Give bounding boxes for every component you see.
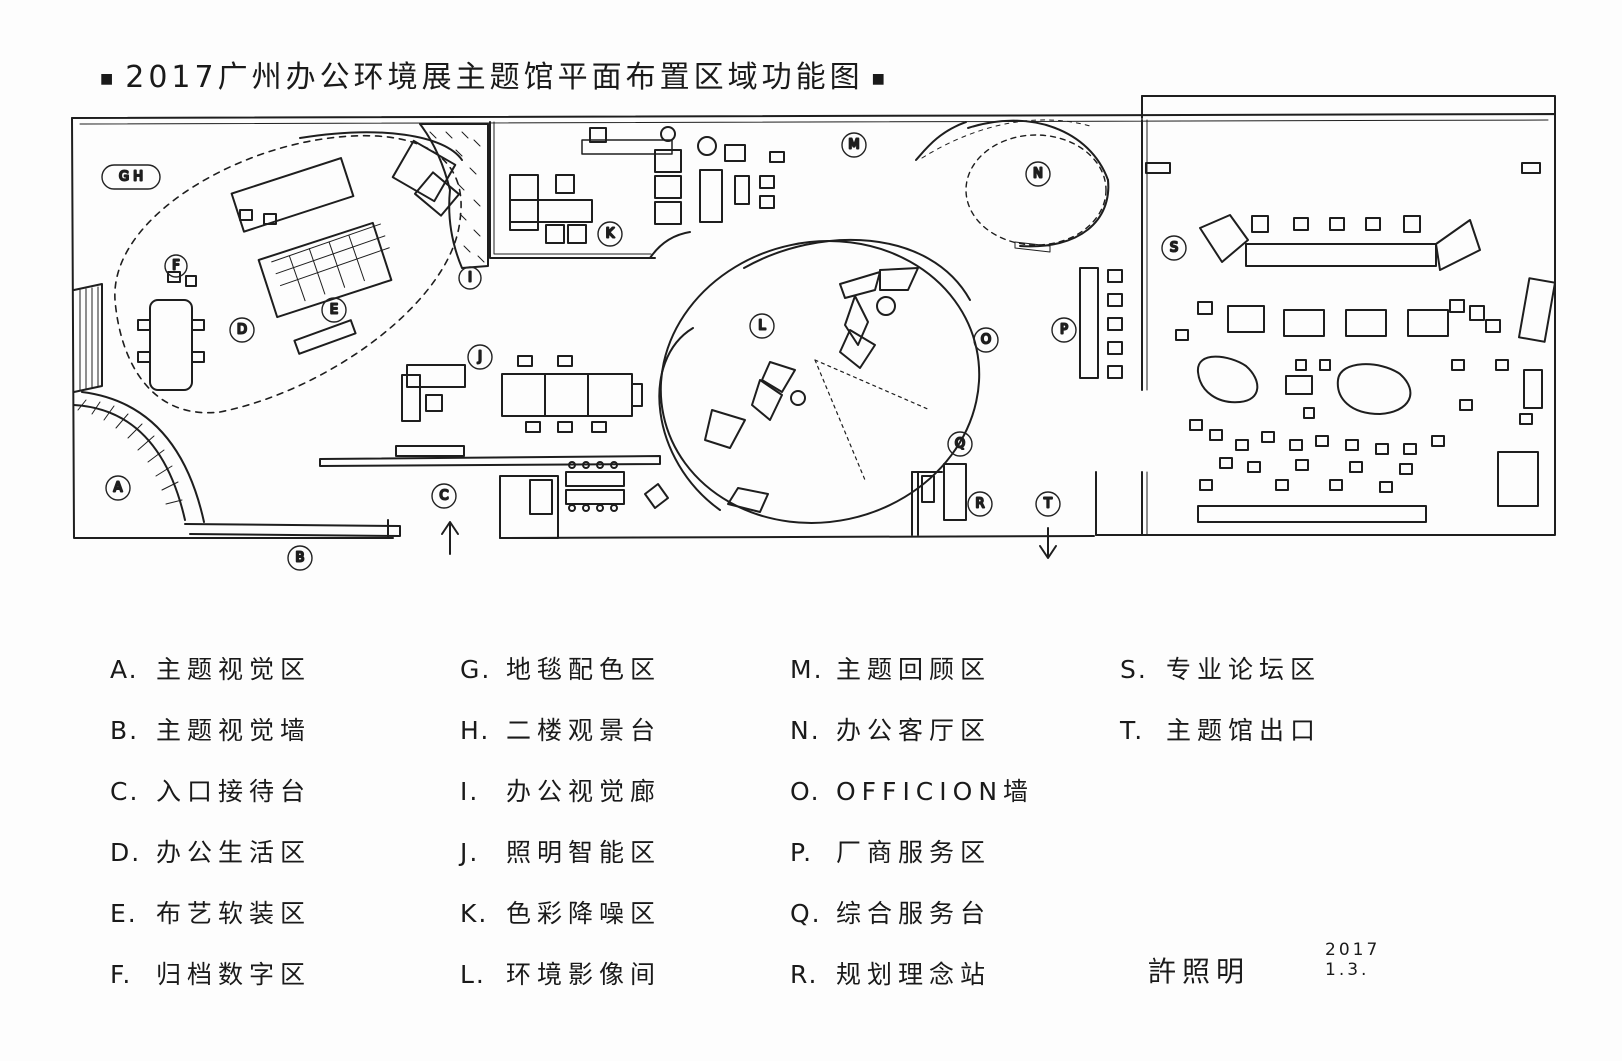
legend-item-S: S.专业论坛区 bbox=[1120, 655, 1322, 684]
legend-item-G: G.地毯配色区 bbox=[460, 655, 662, 684]
svg-text:K: K bbox=[606, 227, 615, 242]
zone-label-N: N bbox=[1025, 161, 1051, 187]
zone-label-I: I bbox=[458, 266, 482, 290]
color-noise-reduction-zone-K bbox=[509, 126, 785, 244]
svg-text:N: N bbox=[1033, 167, 1043, 182]
diagram-title: ■ 2017广州办公环境展主题馆平面布置区域功能图 ■ bbox=[92, 52, 897, 96]
legend-item-A: A.主题视觉区 bbox=[110, 655, 312, 684]
legend-item-C: C.入口接待台 bbox=[110, 777, 312, 806]
legend-empty-cell bbox=[1120, 772, 1420, 833]
svg-text:C: C bbox=[439, 489, 448, 504]
signature-day: 1.3. bbox=[1325, 960, 1370, 980]
legend-item-N: N.办公客厅区 bbox=[790, 716, 992, 745]
svg-text:G H: G H bbox=[119, 170, 143, 185]
zone-label-T: T bbox=[1035, 491, 1061, 517]
service-desk-Q-R bbox=[911, 463, 1057, 559]
svg-text:D: D bbox=[237, 323, 247, 338]
svg-text:M: M bbox=[848, 138, 859, 153]
title-bullet-icon: ■ bbox=[871, 70, 889, 87]
zone-label-J: J bbox=[467, 344, 493, 370]
entrance-reception-C bbox=[441, 461, 669, 555]
signature-year: 2017 bbox=[1325, 940, 1381, 960]
zone-label-Q: Q bbox=[947, 431, 973, 457]
office-visual-corridor-I bbox=[419, 123, 489, 269]
zone-label-M: M bbox=[841, 132, 867, 158]
zone-label-O: O bbox=[973, 327, 999, 353]
zone-label-GH: G H bbox=[101, 164, 161, 190]
svg-text:F: F bbox=[172, 259, 179, 274]
legend-item-F: F.归档数字区 bbox=[110, 960, 312, 989]
zone-label-B: B bbox=[287, 545, 313, 571]
svg-text:T: T bbox=[1043, 497, 1052, 512]
zone-label-C: C bbox=[431, 483, 457, 509]
zone-label-P: P bbox=[1051, 317, 1077, 343]
legend-item-R: R.规划理念站 bbox=[790, 960, 992, 989]
legend-item-K: K.色彩降噪区 bbox=[460, 899, 662, 928]
legend-item-B: B.主题视觉墙 bbox=[110, 716, 312, 745]
legend-item-J: J.照明智能区 bbox=[460, 838, 662, 867]
legend-item-E: E.布艺软装区 bbox=[110, 899, 312, 928]
svg-text:E: E bbox=[330, 303, 338, 318]
legend-item-L: L.环境影像间 bbox=[460, 960, 662, 989]
zone-legend: A.主题视觉区 G.地毯配色区 M.主题回顾区 S.专业论坛区 B.主题视觉墙 … bbox=[110, 650, 1420, 1016]
legend-item-P: P.厂商服务区 bbox=[790, 838, 992, 867]
svg-text:L: L bbox=[758, 319, 766, 334]
title-text: 2017广州办公环境展主题馆平面布置区域功能图 bbox=[125, 60, 864, 95]
svg-text:A: A bbox=[114, 481, 123, 496]
office-lounge-N bbox=[915, 119, 1110, 253]
zone-label-L: L bbox=[749, 313, 775, 339]
zone-label-D: D bbox=[229, 317, 255, 343]
legend-item-M: M.主题回顾区 bbox=[790, 655, 992, 684]
partition-walls bbox=[489, 119, 1541, 536]
legend-item-I: I.办公视觉廊 bbox=[460, 777, 662, 806]
theme-visual-area-A bbox=[73, 283, 205, 523]
legend-item-T: T.主题馆出口 bbox=[1120, 716, 1322, 745]
legend-item-D: D.办公生活区 bbox=[110, 838, 312, 867]
professional-forum-S bbox=[1175, 214, 1557, 523]
legend-item-Q: Q.综合服务台 bbox=[790, 899, 992, 928]
svg-text:O: O bbox=[981, 333, 991, 348]
legend-empty-cell bbox=[1120, 833, 1420, 894]
theme-visual-wall-B bbox=[184, 519, 401, 539]
svg-text:B: B bbox=[296, 551, 305, 566]
zone-label-F: F bbox=[164, 254, 188, 278]
zone-label-A: A bbox=[105, 475, 131, 501]
legend-item-H: H.二楼观景台 bbox=[460, 716, 662, 745]
vendor-service-zone-P bbox=[1079, 267, 1123, 379]
author-signature: 許照明 bbox=[1148, 955, 1251, 988]
svg-text:J: J bbox=[477, 350, 482, 365]
legend-item-O: O.OFFICION墙 bbox=[790, 777, 1035, 806]
outer-walls bbox=[71, 95, 1556, 539]
svg-text:S: S bbox=[1170, 241, 1178, 256]
svg-text:R: R bbox=[975, 497, 984, 512]
zone-label-R: R bbox=[967, 491, 993, 517]
svg-text:Q: Q bbox=[955, 437, 965, 452]
environment-video-room-L bbox=[658, 238, 981, 524]
zone-label-K: K bbox=[597, 221, 623, 247]
title-bullet-icon: ■ bbox=[100, 70, 118, 87]
svg-text:I: I bbox=[468, 271, 472, 286]
zone-label-S: S bbox=[1161, 235, 1187, 261]
zone-label-E: E bbox=[321, 297, 347, 323]
svg-text:P: P bbox=[1060, 323, 1068, 338]
signature-date: 2017 1.3. bbox=[1325, 940, 1380, 980]
lighting-intelligence-zone-J bbox=[319, 355, 661, 467]
